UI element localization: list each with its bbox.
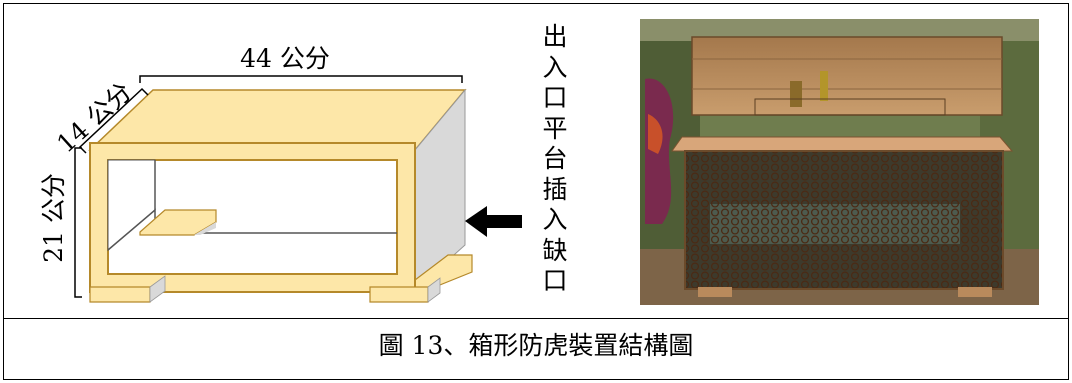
foot-right [369, 286, 429, 303]
height-dimension-bracket [74, 147, 82, 298]
label-char: 平 [542, 113, 568, 143]
label-char: 入 [542, 52, 568, 82]
box-device-photo [640, 19, 1039, 305]
foot-right-side [427, 277, 441, 303]
foot-left-side [149, 275, 166, 303]
photo-foot-left [698, 287, 732, 297]
depth-dimension-bracket [78, 87, 149, 154]
label-char: 台 [542, 144, 568, 173]
label-char: 入 [542, 205, 568, 234]
height-label: 21 公分 [39, 173, 68, 263]
figure-frame [3, 3, 1069, 380]
caption-divider [3, 318, 1069, 319]
width-label: 44 公分 [240, 44, 330, 73]
foot-left [89, 286, 151, 303]
label-char: 插 [542, 174, 568, 204]
label-char: 出 [542, 22, 568, 51]
width-dimension-bracket [139, 75, 463, 83]
label-char: 口 [542, 266, 568, 295]
box-rim [671, 136, 1014, 152]
entrance-notch-label: 出 入 口 平 台 插 入 缺 口 [535, 22, 575, 297]
figure-caption: 圖 13、箱形防虎裝置結構圖 [378, 331, 694, 360]
photo-foot-right [958, 287, 992, 297]
box-top-face [88, 89, 467, 151]
arrow-icon [465, 206, 522, 237]
box-structure-diagram: 44 公分 14 公分 21 公分 [39, 44, 522, 303]
entrance-platform-side [194, 222, 216, 235]
box-lid [691, 36, 1003, 116]
label-char: 缺 [542, 235, 568, 265]
interior-back-wall [107, 159, 156, 252]
label-char: 口 [542, 83, 568, 112]
